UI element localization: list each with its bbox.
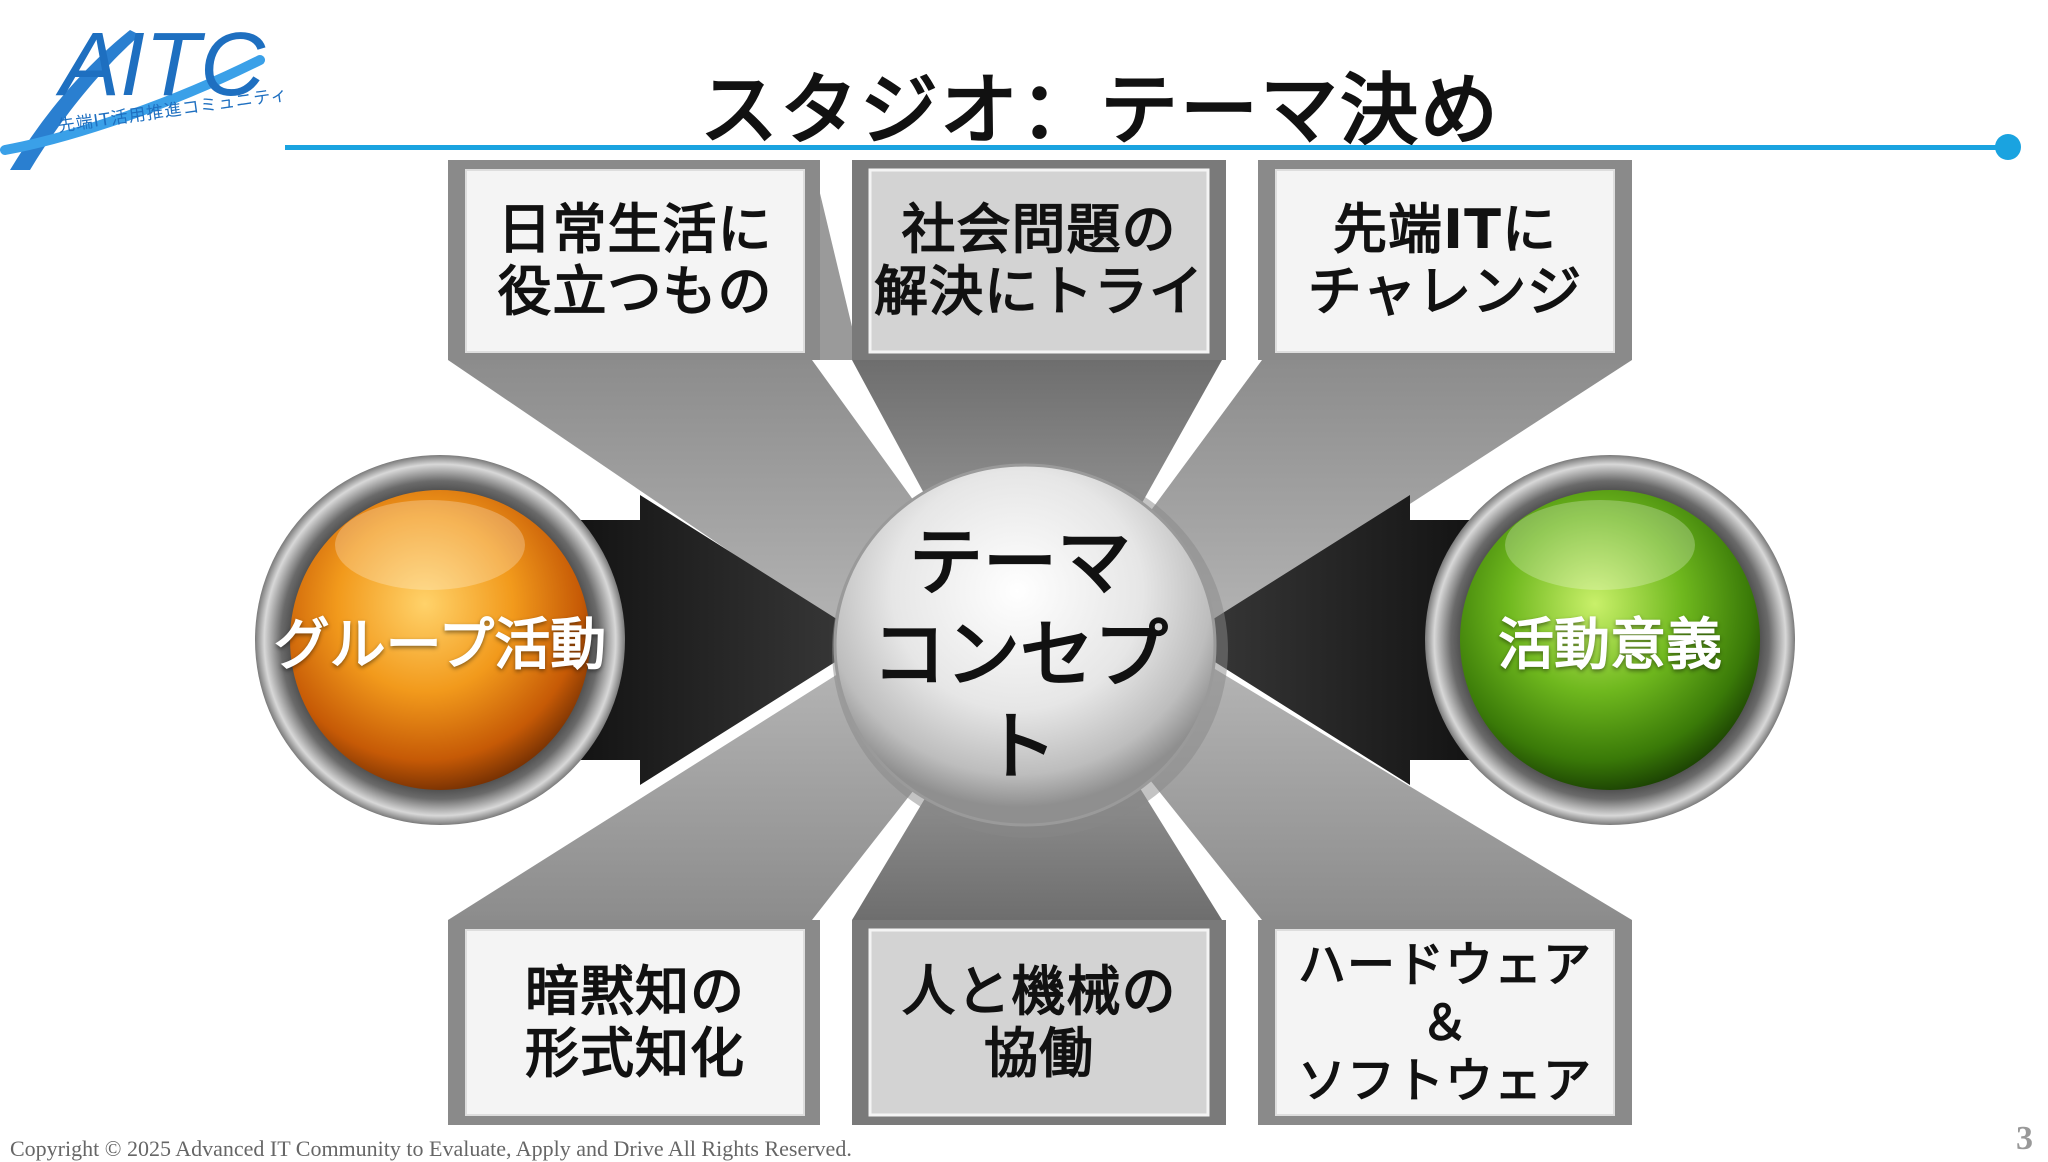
left-arrow (560, 495, 870, 785)
title-underline (285, 145, 2010, 150)
bottom-box-hardware-software: ハードウェア ＆ ソフトウェア (1297, 936, 1592, 1109)
left-ball-label: グループ活動 (273, 612, 607, 678)
page-title: スタジオ：テーマ決め (700, 66, 1501, 156)
bottom-box-human-machine: 人と機械の 協働 (901, 959, 1177, 1085)
aitc-logo-letters: AITC (55, 15, 266, 115)
right-ball-label: 活動意義 (1498, 612, 1722, 678)
copyright-footer: Copyright © 2025 Advanced IT Community t… (10, 1136, 852, 1161)
bottom-box-frames (448, 920, 1632, 1125)
top-box-daily-life: 日常生活に 役立つもの (497, 198, 773, 323)
right-arrow (1180, 495, 1490, 785)
top-box-advanced-it: 先端ITに チャレンジ (1307, 198, 1583, 323)
center-circle (833, 463, 1217, 827)
aitc-logo-mark: AITC (0, 15, 266, 170)
beam-top-right (1070, 360, 1632, 640)
left-ball (290, 490, 590, 790)
top-box-social-issues: 社会問題の 解決にトライ (874, 198, 1204, 323)
title-underline-dot (1995, 134, 2021, 160)
right-ball (1460, 490, 1760, 790)
aitc-logo: AITC 先端IT活用推進コミュニティ (0, 0, 300, 185)
center-label: テーマ コンセプト (872, 520, 1168, 790)
bottom-box-tacit-knowledge: 暗黙知の 形式知化 (525, 959, 745, 1085)
page-number: 3 (2016, 1120, 2033, 1157)
top-box-frames (448, 160, 1632, 360)
